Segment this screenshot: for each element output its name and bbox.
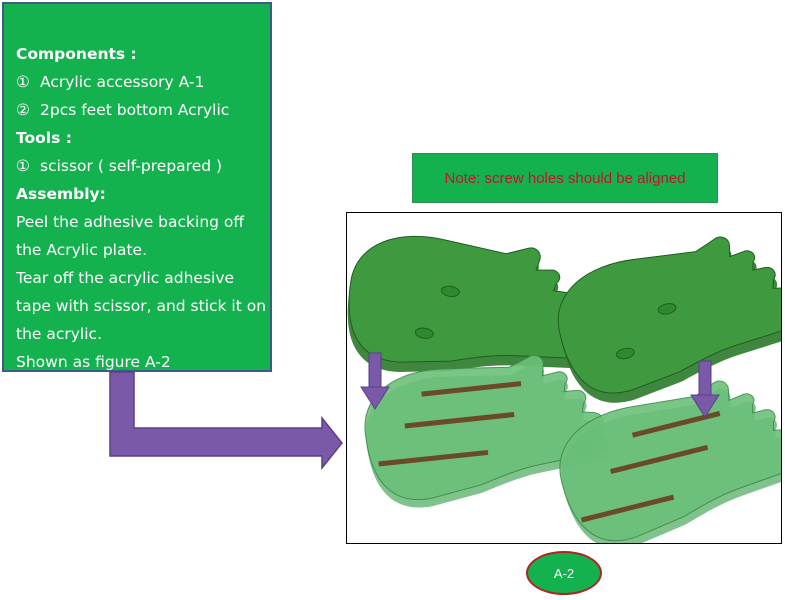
acrylic-plate-top-right: [546, 223, 785, 413]
figure-label: A-2: [553, 565, 575, 581]
acrylic-plate-bottom-left: [358, 348, 613, 513]
item-text: scissor ( self-prepared ): [40, 157, 223, 175]
adhesive-tape-strip: [610, 444, 709, 474]
adhesive-tape-strip: [631, 410, 721, 438]
assembly-line: Shown as figure A-2: [16, 353, 171, 371]
note-box: Note: screw holes should be aligned: [412, 153, 718, 203]
item-number: ②: [16, 101, 30, 119]
assembly-line: Tear off the acrylic adhesive: [16, 269, 235, 287]
figure-frame: [339, 212, 785, 560]
down-arrow-left: [360, 352, 390, 410]
item-text: 2pcs feet bottom Acrylic: [40, 101, 230, 119]
instruction-panel: Components : ① Acrylic accessory A-1 ② 2pc…: [2, 2, 272, 372]
assembly-line: Peel the adhesive backing off: [16, 213, 245, 231]
adhesive-tape-strip: [378, 449, 489, 467]
acrylic-plate-bottom-right: [546, 365, 785, 560]
assembly-line: tape with scissor, and stick it on: [16, 297, 267, 315]
tools-heading: Tools :: [16, 129, 72, 147]
note-text: Note: screw holes should be aligned: [444, 169, 686, 187]
components-heading: Components :: [16, 45, 137, 63]
acrylic-plate-top-left: [339, 223, 598, 398]
assembly-heading: Assembly:: [16, 185, 106, 203]
adhesive-tape-strip: [421, 381, 522, 397]
assembly-illustration: [339, 223, 785, 560]
assembly-line: the acrylic.: [16, 325, 102, 343]
assembly-line: the Acrylic plate.: [16, 241, 148, 259]
component-item: ① Acrylic accessory A-1: [16, 68, 260, 96]
item-text: Acrylic accessory A-1: [40, 73, 205, 91]
tool-item: ① scissor ( self-prepared ): [16, 152, 260, 180]
down-arrow-right: [690, 360, 720, 418]
component-item: ② 2pcs feet bottom Acrylic: [16, 96, 260, 124]
item-number: ①: [16, 73, 30, 91]
adhesive-tape-strip: [580, 494, 675, 523]
figure-label-badge: A-2: [526, 551, 602, 595]
item-number: ①: [16, 157, 30, 175]
adhesive-tape-strip: [404, 412, 515, 429]
